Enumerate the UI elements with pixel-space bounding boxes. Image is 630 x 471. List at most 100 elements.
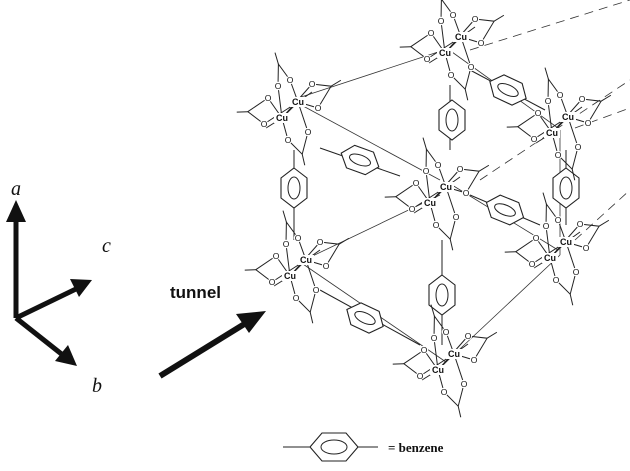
oxygen-atom-label: O (285, 135, 292, 145)
tunnel-arrowhead (236, 311, 266, 333)
copper-atom-bg (422, 198, 438, 208)
oxygen-atom-bg (533, 108, 543, 118)
carboxylate-stub (569, 294, 574, 306)
oxygen-atom-label: O (435, 160, 442, 170)
oxygen-atom-label: O (533, 233, 540, 243)
oxygen-atom-label: O (529, 259, 536, 269)
oxygen-atom-label: O (545, 96, 552, 106)
cu-o-bond (547, 100, 553, 134)
oxygen-atom-bg (426, 28, 436, 38)
oxygen-atom-bg (291, 293, 301, 303)
copper-atom-bg (542, 253, 558, 263)
oxygen-atom-label: O (431, 333, 438, 343)
oxygen-atom-bg (571, 267, 581, 277)
oxygen-atom-label: O (557, 90, 564, 100)
oxygen-atom-bg (439, 387, 449, 397)
benzene-rings (280, 74, 580, 334)
oxygen-atom-bg (436, 16, 446, 26)
oxygen-atom-label: O (573, 267, 580, 277)
oxygen-atom-bg (407, 204, 417, 214)
oxygen-atom-label: O (478, 38, 485, 48)
cu-o-bond (425, 170, 431, 204)
oxygen-atom-label: O (531, 134, 538, 144)
oxygen-atom-label: O (472, 14, 479, 24)
oxygen-atom-label: O (553, 275, 560, 285)
oxygen-atom-label: O (287, 75, 294, 85)
copper-atom-label: Cu (455, 32, 467, 42)
carboxylate-stub (464, 89, 469, 101)
oxygen-atom-bg (469, 355, 479, 365)
oxygen-atom-bg (543, 96, 553, 106)
oxygen-atom-label: O (579, 94, 586, 104)
axis-b-arrow (14, 316, 66, 358)
copper-atom-bg (298, 255, 314, 265)
oxygen-atom-label: O (465, 331, 472, 341)
copper-atom-label: Cu (292, 97, 304, 107)
oxygen-atom-label: O (275, 81, 282, 91)
oxygen-atom-bg (315, 237, 325, 247)
oxygen-atom-bg (285, 75, 295, 85)
link-line (291, 99, 441, 181)
oxygen-atom-bg (273, 81, 283, 91)
oxygen-atom-bg (463, 331, 473, 341)
oxygen-atom-bg (422, 54, 432, 64)
oxygen-atom-bg (303, 127, 313, 137)
oxygen-atom-label: O (409, 204, 416, 214)
tunnel-indicator: tunnel (158, 283, 266, 379)
oxygen-atom-label: O (471, 355, 478, 365)
oxygen-atom-label: O (413, 178, 420, 188)
oxygen-atom-bg (466, 62, 476, 72)
tunnel-arrow (158, 320, 248, 379)
axis-b-arrowhead (55, 345, 77, 366)
oxygen-atom-label: O (443, 327, 450, 337)
copper-atom-label: Cu (424, 198, 436, 208)
cu-o-bond (433, 337, 439, 371)
oxygen-atom-bg (263, 93, 273, 103)
oxygen-atom-bg (441, 327, 451, 337)
oxygen-atom-label: O (450, 10, 457, 20)
oxygen-atom-label: O (417, 371, 424, 381)
oxygen-atom-label: O (295, 233, 302, 243)
benzene-ring (438, 99, 466, 141)
copper-atom-label: Cu (300, 255, 312, 265)
copper-atom-label: Cu (276, 113, 288, 123)
axis-system: a c b (6, 178, 111, 397)
oxygen-atom-bg (470, 14, 480, 24)
carboxylate-stub (598, 219, 610, 227)
oxygen-atom-bg (307, 79, 317, 89)
benzene-ring (340, 144, 380, 176)
oxygen-atom-label: O (461, 379, 468, 389)
oxygen-atom-bg (455, 164, 465, 174)
oxygen-atom-label: O (323, 261, 330, 271)
copper-atom-bg (446, 349, 462, 359)
dashed-line (469, 0, 630, 51)
oxygen-atom-label: O (543, 221, 550, 231)
oxygen-atom-label: O (468, 62, 475, 72)
oxygen-atom-bg (421, 166, 431, 176)
copper-atom-bg (437, 48, 453, 58)
dashed-line (574, 189, 630, 241)
oxygen-atom-label: O (261, 119, 268, 129)
oxygen-atom-label: O (433, 220, 440, 230)
carboxylate-stub (571, 169, 576, 181)
oxygen-atom-bg (293, 233, 303, 243)
copper-atom-label: Cu (560, 237, 572, 247)
oxygen-atom-label: O (265, 93, 272, 103)
axis-a-arrowhead (6, 200, 26, 222)
benzene-ring (489, 74, 527, 106)
carboxylate-stub (493, 14, 505, 22)
carboxylate-stub (430, 304, 435, 317)
cu-o-bond (277, 85, 283, 119)
oxygen-atom-label: O (424, 54, 431, 64)
oxygen-atom-label: O (428, 28, 435, 38)
oxygen-atom-bg (448, 10, 458, 20)
oxygen-atom-bg (411, 178, 421, 188)
benzene-ring (280, 167, 308, 209)
oxygen-atom-bg (271, 251, 281, 261)
